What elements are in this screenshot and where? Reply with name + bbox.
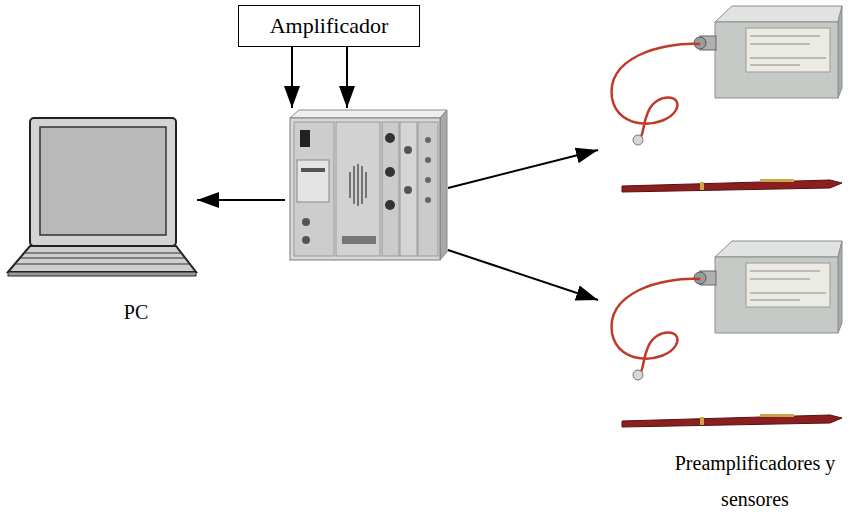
laptop-illustration	[8, 118, 196, 276]
illustration-circle	[404, 146, 412, 154]
illustration-rect	[400, 122, 417, 256]
illustration-circle	[425, 197, 431, 203]
illustration-circle	[385, 133, 395, 143]
illustration-g	[350, 164, 366, 206]
illustration-rect	[301, 168, 325, 172]
illustration-line	[365, 172, 367, 198]
illustration-circle	[385, 167, 395, 177]
illustration-rect	[8, 272, 196, 276]
sensor-node	[598, 4, 848, 204]
illustration-circle	[425, 157, 431, 163]
sensor-illustration	[612, 241, 842, 427]
amplifier-box: Amplificador	[238, 5, 420, 47]
illustration-line	[357, 164, 359, 206]
illustration-rect	[336, 122, 380, 256]
arrow-connector	[448, 250, 598, 300]
illustration-rect	[760, 179, 794, 182]
illustration-rect	[294, 122, 334, 256]
illustration-g	[750, 36, 826, 65]
illustration-circle	[302, 218, 310, 226]
arrow-connector	[448, 150, 598, 188]
illustration-line	[20, 258, 186, 259]
arrow-connector	[346, 47, 348, 108]
illustration-polygon	[440, 110, 447, 260]
illustration-rect	[715, 22, 838, 98]
illustration-line	[349, 172, 351, 198]
instrument-node	[285, 108, 448, 268]
illustration-line	[361, 166, 363, 204]
illustration-line	[750, 36, 820, 37]
illustration-circle	[633, 135, 643, 145]
arrow-connector	[291, 47, 293, 108]
illustration-line	[750, 65, 800, 66]
illustration-rect	[40, 127, 166, 235]
arrow-connector	[197, 199, 285, 201]
illustration-circle	[302, 236, 310, 244]
illustration-circle	[425, 137, 431, 143]
illustration-rect	[30, 118, 176, 246]
node-label: Preamplificadores y sensores	[658, 445, 852, 517]
illustration-polygon	[622, 180, 842, 192]
illustration-polygon	[838, 6, 842, 98]
illustration-circle	[425, 177, 431, 183]
illustration-line	[15, 264, 190, 265]
illustration-line	[750, 58, 826, 59]
illustration-circle	[404, 186, 412, 194]
illustration-line	[750, 44, 810, 45]
illustration-rect	[342, 236, 376, 244]
sensor-node: Preamplificadores y sensores	[598, 236, 854, 519]
illustration-rect	[418, 122, 438, 256]
node-label: Amplificador	[270, 13, 389, 39]
illustration-polygon	[715, 6, 842, 22]
illustration-line	[353, 166, 355, 204]
illustration-polygon	[8, 246, 196, 272]
illustration-rect	[290, 118, 440, 260]
node-label: PC	[109, 300, 163, 324]
sensor-illustration	[612, 6, 842, 192]
illustration-rect	[700, 182, 704, 190]
illustration-rect	[382, 122, 399, 256]
instrument-illustration	[290, 110, 447, 260]
illustration-rect	[746, 28, 830, 72]
pc-node: PC	[5, 116, 197, 328]
illustration-rect	[297, 160, 329, 202]
illustration-circle	[385, 200, 395, 210]
illustration-polygon	[290, 110, 447, 118]
illustration-line	[24, 253, 182, 254]
illustration-path	[612, 44, 700, 138]
illustration-rect	[300, 130, 310, 147]
